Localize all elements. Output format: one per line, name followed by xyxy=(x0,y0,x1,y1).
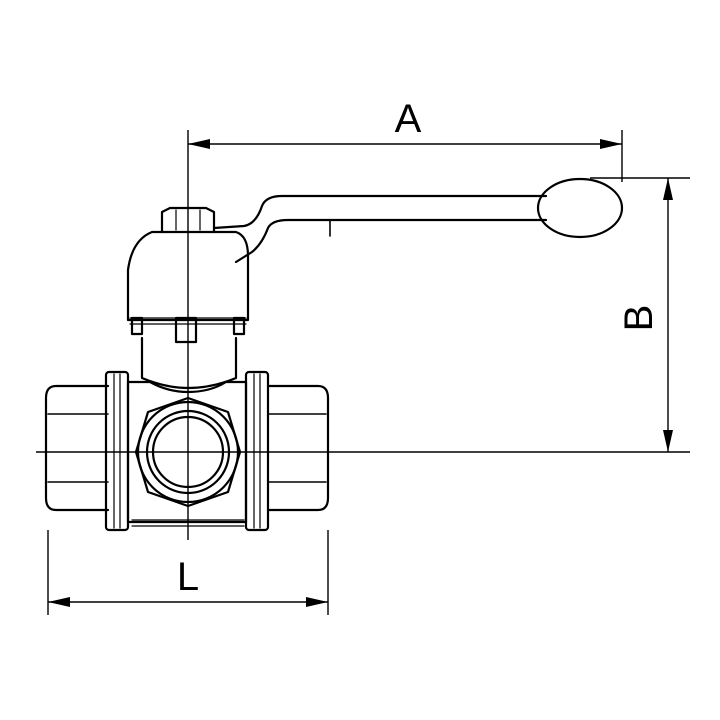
arrowhead-b-bottom xyxy=(663,430,673,452)
right-flange xyxy=(244,370,270,532)
left-pipe-end xyxy=(44,384,110,512)
left-flange xyxy=(104,370,130,532)
valve-stem-neck xyxy=(140,316,238,390)
arrowhead-a-left xyxy=(188,139,210,149)
arrowhead-a-right xyxy=(600,139,622,149)
arrowhead-l-right xyxy=(306,597,328,607)
right-pipe-end xyxy=(266,384,330,512)
dimension-label-l: L xyxy=(177,555,199,599)
arrowhead-b-top xyxy=(663,178,673,200)
dimension-label-a: A xyxy=(395,97,422,141)
lever-handle xyxy=(212,177,624,264)
arrowhead-l-left xyxy=(48,597,70,607)
dimension-label-b: B xyxy=(617,305,661,332)
